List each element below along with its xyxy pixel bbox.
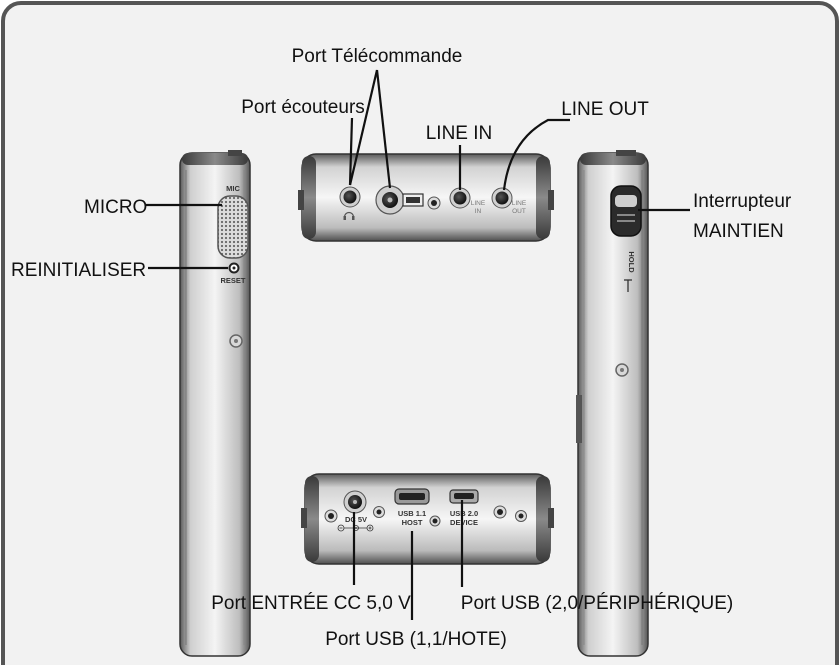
reset-marking: RESET <box>220 276 245 285</box>
hold-marking: HOLD <box>627 251 636 273</box>
label-port-usb-11: Port USB (1,1/HOTE) <box>325 629 507 650</box>
label-reinitialiser: REINITIALISER <box>11 260 146 281</box>
label-line-in: LINE IN <box>426 123 493 144</box>
line-in-marking-b: IN <box>475 208 482 215</box>
label-line-out: LINE OUT <box>561 99 649 120</box>
top-device: LINE IN LINE OUT <box>298 153 554 242</box>
left-device: MIC RESET <box>179 150 251 657</box>
leader-telecommande-b <box>375 69 392 189</box>
dc5v-marking: DC 5V <box>345 515 367 524</box>
bottom-device: DC 5V USB 1.1 HOST USB 2.0 DEVICE <box>301 473 554 565</box>
line-out-marking-b: OUT <box>512 208 526 215</box>
label-port-entree-cc: Port ENTRÉE CC 5,0 V <box>211 593 411 614</box>
label-maintien: MAINTIEN <box>693 221 784 242</box>
usb20-marking-b: DEVICE <box>450 518 478 527</box>
dc-polarity-icon <box>337 524 374 532</box>
mic-marking: MIC <box>226 184 240 193</box>
mic-grill <box>217 195 249 259</box>
leader-line-out <box>502 118 570 191</box>
hold-arrow-icon <box>624 279 632 292</box>
usb20-marking-a: USB 2.0 <box>450 509 478 518</box>
leader-telecommande-a <box>348 69 379 186</box>
line-in-jack <box>453 191 467 205</box>
line-in-marking-a: LINE <box>471 200 486 207</box>
line-out-jack <box>495 191 509 205</box>
label-port-ecouteurs: Port écouteurs <box>241 97 365 118</box>
leader-lines <box>146 69 690 620</box>
headphone-icon <box>343 211 355 220</box>
label-interrupteur: Interrupteur <box>693 191 792 212</box>
hold-switch <box>610 185 642 237</box>
leader-ecouteurs <box>348 117 354 186</box>
usb11-marking-a: USB 1.1 <box>398 509 426 518</box>
right-device: HOLD <box>576 150 649 657</box>
usb11-marking-b: HOST <box>402 518 423 527</box>
callout-labels: Port Télécommande Port écouteurs LINE IN… <box>11 46 792 650</box>
label-port-telecommande: Port Télécommande <box>292 46 463 67</box>
label-port-usb-20: Port USB (2,0/PÉRIPHÉRIQUE) <box>461 593 733 614</box>
label-micro: MICRO <box>84 197 147 218</box>
line-out-marking-a: LINE <box>512 200 527 207</box>
headphone-jack <box>343 190 357 204</box>
